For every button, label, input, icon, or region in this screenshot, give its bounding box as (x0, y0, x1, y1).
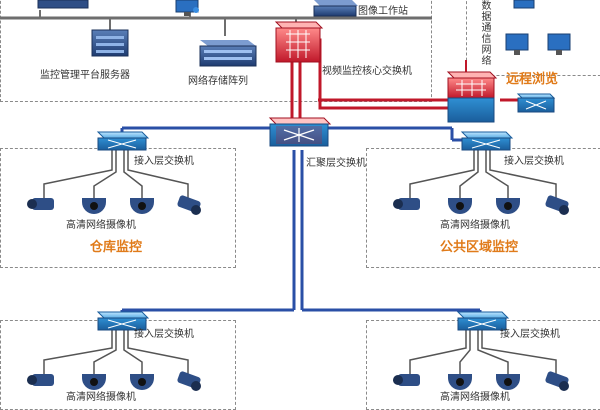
public-camera-links (409, 150, 557, 198)
aggregation-switch-icon (268, 117, 332, 147)
access-switch-icon-bottom-right (456, 311, 510, 331)
bottom-left-camera-links (43, 330, 189, 374)
data-network-label: 数据通信网络 (479, 0, 490, 66)
warehouse-camera-links (43, 150, 189, 198)
remote-monitor-icon-3 (513, 0, 535, 9)
storage-array-icon (199, 40, 257, 67)
top-right-zone (466, 0, 600, 76)
platform-server-label: 监控管理平台服务器 (40, 70, 130, 81)
access-switch-label: 接入层交换机 (134, 156, 194, 167)
dome-camera-icon (82, 374, 106, 390)
bullet-camera-icon (393, 374, 420, 386)
server-stack-icon (37, 0, 129, 57)
hd-camera-label: 高清网络摄像机 (440, 392, 510, 403)
devices-layer (27, 0, 571, 391)
bullet-camera-icon (177, 371, 201, 391)
bullet-camera-icon (545, 195, 569, 215)
core-switch-label: 视频监控核心交换机 (322, 66, 412, 77)
access-switch-icon-bottom-left (96, 311, 150, 331)
workstation-label: 图像工作站 (358, 6, 408, 17)
hd-camera-label: 高清网络摄像机 (66, 220, 136, 231)
hd-camera-label: 高清网络摄像机 (440, 220, 510, 231)
access-switch-icon-public (460, 131, 514, 151)
hd-camera-label: 高清网络摄像机 (66, 392, 136, 403)
bullet-camera-icon (545, 371, 569, 391)
remote-switch-icon (516, 93, 556, 113)
dome-camera-icon (448, 374, 472, 390)
bullet-camera-icon (177, 195, 201, 215)
access-switch-label: 接入层交换机 (134, 329, 194, 340)
bullet-camera-icon (27, 198, 54, 210)
monitor-icon (175, 0, 199, 16)
remote-monitor-icon-2 (547, 33, 571, 55)
workstation-icon (313, 0, 358, 17)
topology-links (0, 10, 557, 374)
bullet-camera-icon (393, 198, 420, 210)
warehouse-monitoring-title: 仓库监控 (90, 240, 143, 255)
aggregation-switch-label: 汇聚层交换机 (306, 158, 366, 169)
bottom-right-camera-links (409, 330, 557, 374)
access-switch-label: 接入层交换机 (500, 329, 560, 340)
remote-view-label: 远程浏览 (506, 72, 559, 87)
access-switch-label: 接入层交换机 (504, 156, 564, 167)
top-center-zone (0, 0, 432, 102)
core-switch-icon (274, 21, 324, 63)
dome-camera-icon (82, 198, 106, 214)
remote-monitor-icon-1 (505, 33, 529, 55)
dome-camera-icon (130, 198, 154, 214)
dome-camera-icon (496, 374, 520, 390)
access-switch-icon-warehouse (96, 131, 150, 151)
dome-camera-icon (130, 374, 154, 390)
public-area-monitoring-title: 公共区域监控 (440, 240, 519, 255)
bullet-camera-icon (27, 374, 54, 386)
remote-router-icon (446, 71, 498, 123)
storage-array-label: 网络存储阵列 (188, 76, 248, 87)
dome-camera-icon (448, 198, 472, 214)
dome-camera-icon (496, 198, 520, 214)
